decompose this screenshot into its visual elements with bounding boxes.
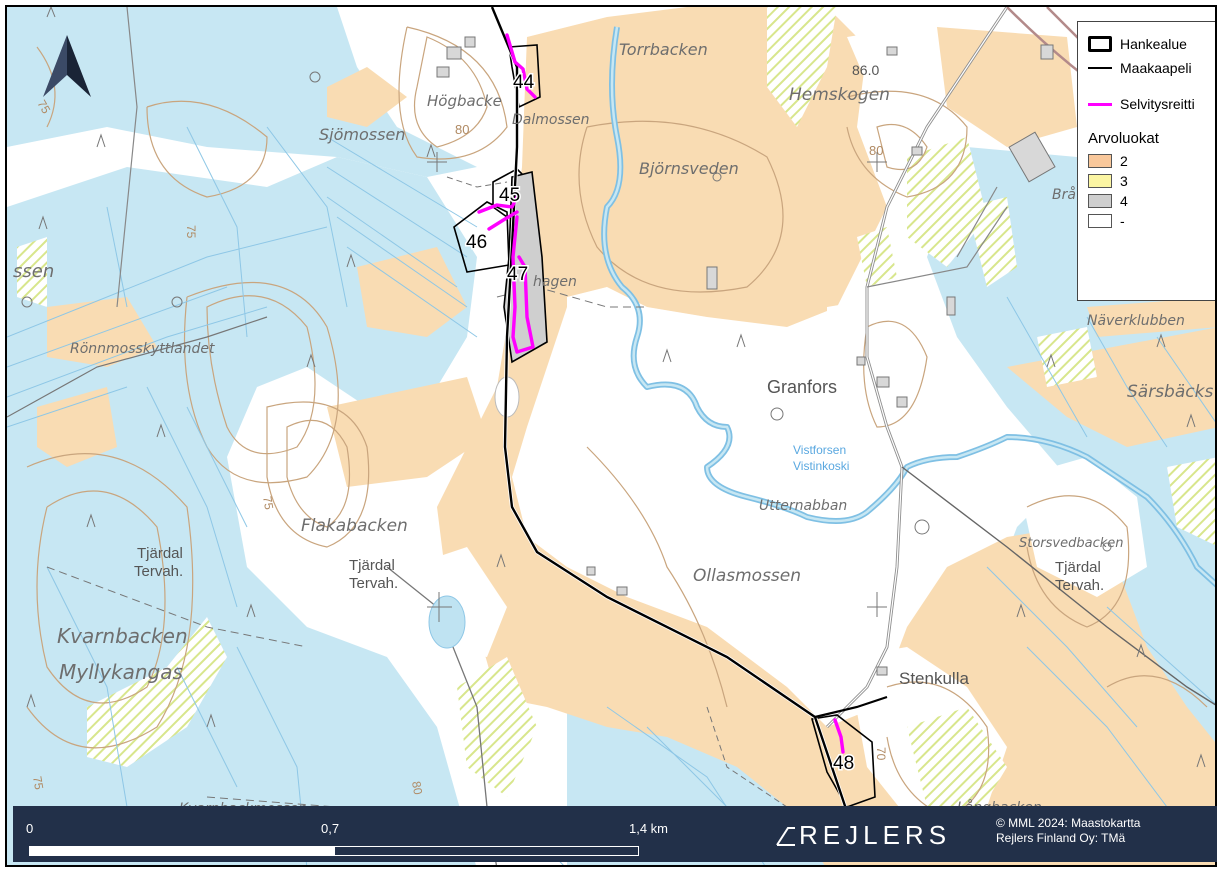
label-granfors: Granfors bbox=[767, 377, 837, 397]
map-legend: Hankealue Maakaapeli Selvitysreitti Arvo… bbox=[1077, 21, 1215, 301]
label-hemskogen: Hemskogen bbox=[789, 85, 890, 105]
area-number-labels: 44 45 46 47 48 bbox=[465, 71, 856, 776]
label-tjardal-2: Tjärdal bbox=[349, 557, 395, 574]
survey-routes bbox=[477, 33, 845, 754]
scale-bar-first-half bbox=[30, 847, 334, 855]
legend-item-selvitysreitti: Selvitysreitti bbox=[1088, 92, 1215, 116]
class-swatch bbox=[1088, 154, 1112, 168]
label-kvarnbacken: Kvarnbacken bbox=[57, 624, 188, 648]
label-vistinkoski: Vistinkoski bbox=[793, 459, 849, 473]
label-bra: Brå bbox=[1052, 186, 1076, 203]
label-flakabacken: Flakabacken bbox=[301, 516, 408, 536]
label-dalmossen: Dalmossen bbox=[512, 112, 590, 128]
class-swatch bbox=[1088, 214, 1112, 228]
class-swatch bbox=[1088, 174, 1112, 188]
brand-name: REJLERS bbox=[799, 820, 952, 850]
label-torrbacken: Torrbacken bbox=[619, 40, 708, 59]
legend-label: Selvitysreitti bbox=[1120, 96, 1195, 112]
label-utternabban: Utternabban bbox=[759, 498, 847, 514]
roundabout bbox=[914, 519, 930, 535]
legend-item-maakaapeli: Maakaapeli bbox=[1088, 56, 1215, 80]
label-stenkulla: Stenkulla bbox=[899, 669, 969, 688]
cable-branch bbox=[814, 695, 888, 719]
area-number-47: 47 bbox=[507, 264, 528, 285]
scale-label-mid: 0,7 bbox=[321, 821, 340, 836]
elevation-75-b: 75 bbox=[184, 225, 198, 239]
legend-class-3: 3 bbox=[1088, 171, 1215, 191]
elevation-80-a: 80 bbox=[455, 122, 469, 137]
buildings bbox=[436, 36, 1056, 676]
elevation-75-d: 75 bbox=[30, 775, 46, 791]
area-number-46: 46 bbox=[466, 232, 487, 253]
legend-class-2: 2 bbox=[1088, 151, 1215, 171]
scale-bar-second-half bbox=[334, 847, 638, 855]
scale-bar bbox=[29, 846, 639, 856]
label-tjardal-3: Tjärdal bbox=[1055, 559, 1101, 576]
class-swatch bbox=[1088, 194, 1112, 208]
legend-class-none: - bbox=[1088, 211, 1215, 231]
north-arrow-icon bbox=[43, 35, 91, 97]
label-tervah-3: Tervah. bbox=[1055, 577, 1104, 594]
legend-class-title: Arvoluokat bbox=[1088, 130, 1159, 147]
hatched-areas bbox=[17, 7, 1215, 817]
label-hogbacken: Högbacke bbox=[427, 92, 502, 110]
legend-label: Hankealue bbox=[1120, 36, 1187, 52]
polygon-outline-icon bbox=[1088, 36, 1112, 52]
river-core bbox=[602, 26, 1215, 586]
label-naverklubben: Näverklubben bbox=[1087, 313, 1185, 329]
elevation-80-b: 80 bbox=[869, 143, 883, 158]
map-canvas[interactable]: 44 45 46 47 48 Torrbacken Högbacke Dalmo… bbox=[7, 7, 1217, 867]
scale-label-0: 0 bbox=[26, 821, 34, 836]
label-hagen: hagen bbox=[533, 274, 577, 290]
map-frame: 44 45 46 47 48 Torrbacken Högbacke Dalmo… bbox=[5, 5, 1217, 867]
label-tervah-2: Tervah. bbox=[349, 575, 398, 592]
label-storsvedbacken: Storsvedbacken bbox=[1019, 536, 1124, 551]
black-line-icon bbox=[1088, 67, 1112, 69]
place-labels: Torrbacken Högbacke Dalmossen Hemskogen … bbox=[13, 40, 1213, 817]
elevation-labels: 86.0 80 80 75 75 75 75 70 80 bbox=[30, 62, 888, 796]
legend-class-label: 2 bbox=[1120, 153, 1128, 169]
map-credits: © MML 2024: Maastokartta Rejlers Finland… bbox=[996, 816, 1140, 846]
label-vistforsen: Vistforsen bbox=[793, 443, 846, 457]
label-myllykangas: Myllykangas bbox=[59, 660, 183, 684]
elevation-70: 70 bbox=[874, 747, 888, 761]
label-sjomossen: Sjömossen bbox=[319, 125, 405, 144]
scale-label-end: 1,4 km bbox=[629, 821, 669, 836]
legend-class-label: 3 bbox=[1120, 173, 1128, 189]
area-number-44: 44 bbox=[513, 72, 535, 93]
legend-class-label: 4 bbox=[1120, 193, 1128, 209]
elevation-75-c: 75 bbox=[260, 495, 276, 511]
credit-line-2: Rejlers Finland Oy: TMä bbox=[996, 831, 1126, 845]
magenta-line-icon bbox=[1088, 102, 1112, 106]
legend-class-label: - bbox=[1120, 213, 1125, 229]
area-number-48: 48 bbox=[833, 753, 854, 774]
map-footer: 0 0,7 1,4 km REJLERS © MML 2024: Maastok… bbox=[13, 806, 1217, 862]
legend-class-4: 4 bbox=[1088, 191, 1215, 211]
pond bbox=[428, 595, 466, 649]
label-bjornsveden: Björnsveden bbox=[639, 159, 739, 178]
rejlers-logo: REJLERS bbox=[775, 820, 951, 851]
label-ollasmossen: Ollasmossen bbox=[693, 566, 801, 586]
elevation-86: 86.0 bbox=[852, 62, 879, 78]
elevation-80-c: 80 bbox=[409, 780, 425, 796]
legend-item-hankealue: Hankealue bbox=[1088, 32, 1215, 56]
credit-line-1: © MML 2024: Maastokartta bbox=[996, 816, 1141, 830]
contour-lines bbox=[26, 26, 1208, 818]
legend-label: Maakaapeli bbox=[1120, 60, 1192, 76]
label-ronnmosskyttlandet: Rönnmosskyttlandet bbox=[70, 341, 215, 357]
label-ssen: ssen bbox=[13, 261, 54, 282]
rejlers-mark-icon bbox=[776, 827, 795, 846]
label-tjardal-1: Tjärdal bbox=[137, 545, 183, 562]
label-tervah-1: Tervah. bbox=[134, 563, 183, 580]
terrain-symbols bbox=[21, 7, 1206, 768]
elevation-75-a: 75 bbox=[34, 98, 53, 117]
area-number-45: 45 bbox=[499, 185, 520, 206]
label-sarsbacks: Särsbäcks bbox=[1127, 382, 1213, 402]
